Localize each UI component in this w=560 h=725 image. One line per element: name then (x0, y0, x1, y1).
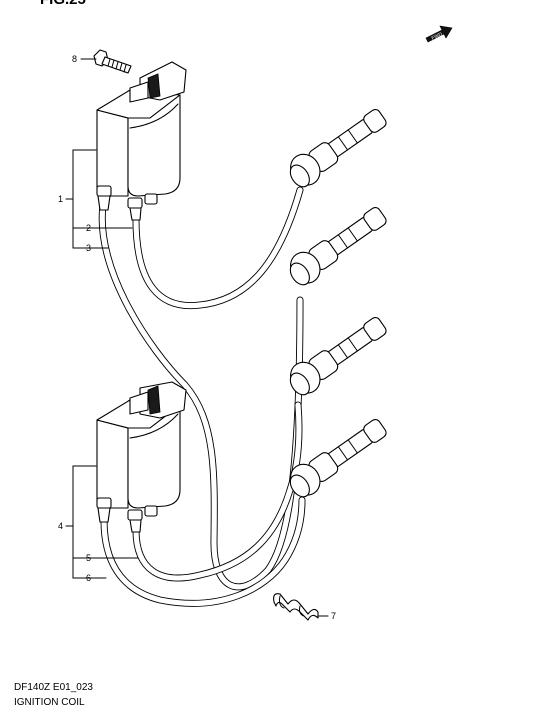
callout-8: 8 (72, 54, 77, 64)
model-code: DF140Z E01_023 (14, 682, 93, 693)
figure-title: FIG.25 (40, 0, 86, 8)
fwd-label: FWD (431, 31, 444, 41)
plug-cap-2 (289, 207, 387, 286)
figure-caption: IGNITION COIL (14, 697, 85, 708)
cable-clamp (273, 593, 319, 621)
callout-7: 7 (331, 611, 336, 621)
ignition-coil-lower (96, 381, 187, 533)
callout-leaders (65, 58, 329, 617)
fwd-arrow-icon: FWD (425, 25, 453, 43)
plug-cap-3 (289, 317, 387, 396)
callout-5: 5 (86, 553, 91, 563)
callout-4: 4 (58, 521, 63, 531)
callout-1: 1 (58, 194, 63, 204)
ignition-coil-upper (93, 49, 187, 221)
plug-cap-4 (289, 419, 387, 498)
bolt (93, 49, 132, 74)
callout-3: 3 (86, 243, 91, 253)
ignition-cables (98, 186, 306, 607)
plug-cap-1 (289, 109, 387, 188)
callout-6: 6 (86, 573, 91, 583)
callout-2: 2 (86, 223, 91, 233)
